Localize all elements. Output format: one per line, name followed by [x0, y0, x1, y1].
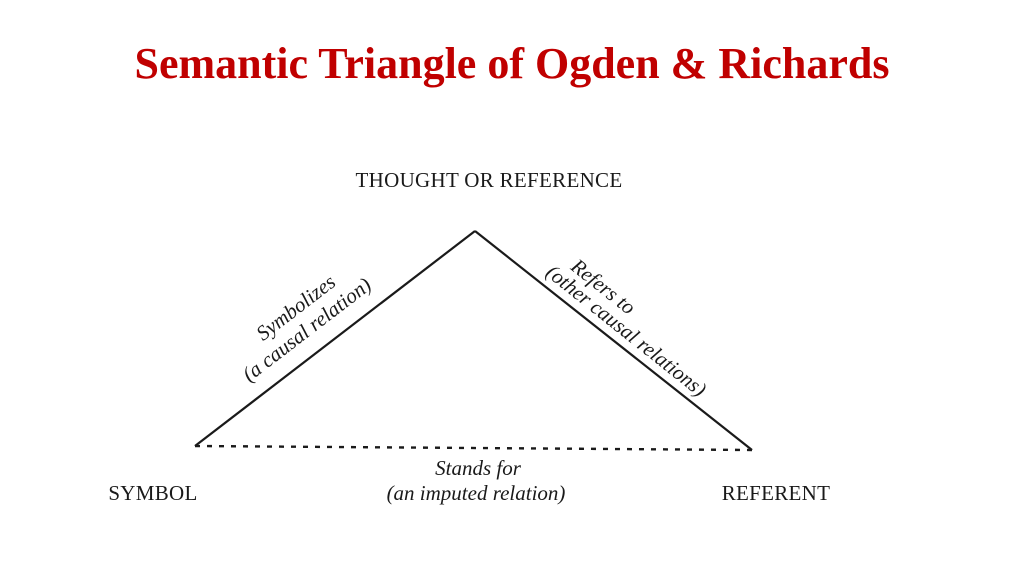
node-symbol: SYMBOL [108, 481, 197, 505]
edge-symbol-thought [194, 230, 476, 447]
edge-thought-referent [474, 230, 753, 451]
edge-label-other-causal-relations: (other causal relations) [542, 260, 712, 402]
edge-label-imputed-relation: (an imputed relation) [387, 481, 566, 505]
edge-symbol-referent-dashed [194, 444, 753, 452]
node-thought-or-reference: THOUGHT OR REFERENCE [356, 168, 623, 192]
node-referent: REFERENT [722, 481, 831, 505]
edge-label-stands-for: Stands for [435, 456, 522, 480]
slide-title: Semantic Triangle of Ogden & Richards [134, 39, 890, 88]
